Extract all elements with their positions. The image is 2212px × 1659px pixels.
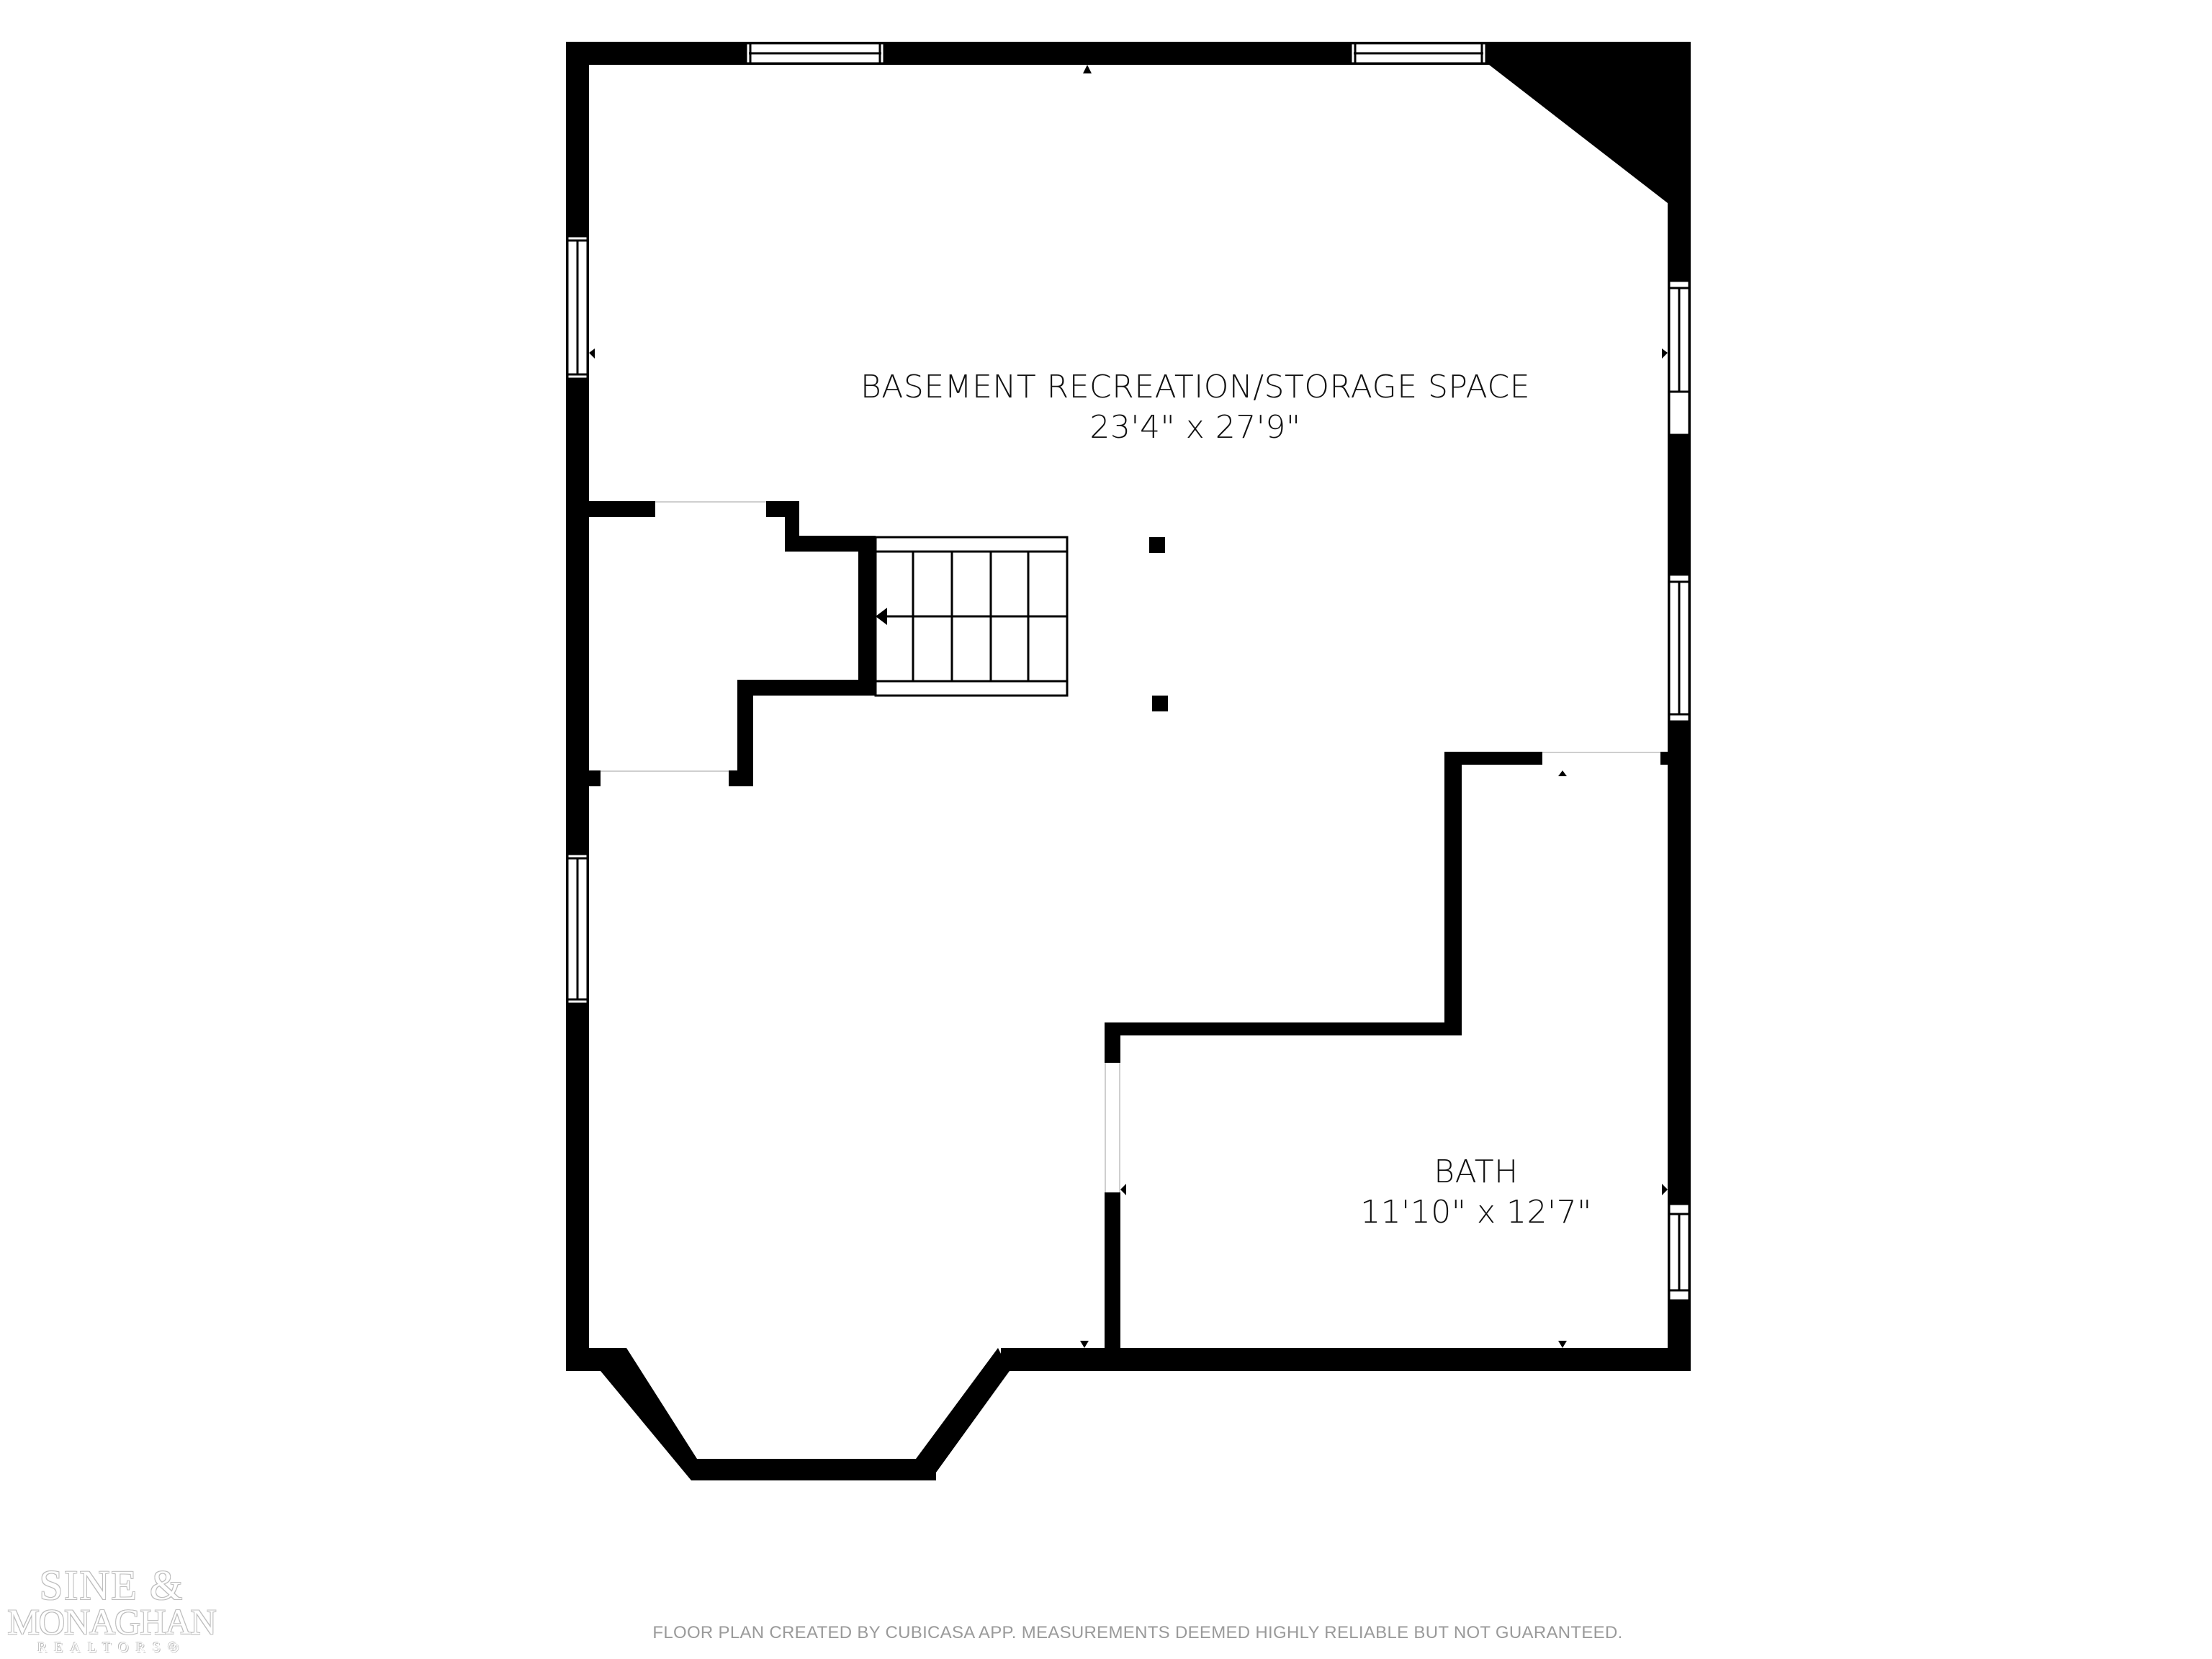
wall-stair-top [785, 536, 876, 552]
room-label-bath: BATH 11'10" x 12'7" [1289, 1152, 1663, 1233]
wall-stair-left [858, 536, 876, 696]
disclaimer-text: FLOOR PLAN CREATED BY CUBICASA APP. MEAS… [652, 1623, 1623, 1642]
wall-closet-bottom-right [729, 770, 753, 786]
logo-line-2: MONAGHAN [7, 1601, 216, 1642]
wall-bath-vertical-mid [1444, 752, 1462, 1035]
room-name: BATH [1434, 1154, 1519, 1190]
room-label-basement-recreation: BASEMENT RECREATION/STORAGE SPACE 23'4" … [799, 367, 1591, 448]
wall-corner-diagonal [1489, 65, 1691, 203]
wall-bath-top-stub [1444, 752, 1542, 765]
wall-bay-right [916, 1348, 1010, 1480]
window-top-2 [1349, 42, 1488, 65]
logo-line-3: REALTORS® [37, 1640, 186, 1655]
wall-bath-left-upper [1105, 1022, 1120, 1063]
realtor-logo: SINE & MONAGHAN REALTORS® [0, 1562, 223, 1659]
door-marker-icon [1083, 65, 1092, 73]
window-right-3 [1668, 1202, 1691, 1302]
wall-bath-upper-horizontal [1105, 1022, 1462, 1035]
wall-closet-bottom-left [589, 770, 601, 786]
door-marker-icon [589, 349, 595, 359]
wall-bath-left-lower [1105, 1192, 1120, 1359]
window-left-2 [566, 853, 589, 1005]
wall-closet-top-left [589, 501, 655, 517]
door-marker-icon [1080, 1341, 1089, 1348]
wall-top [566, 42, 1691, 65]
door-marker-icon [1662, 349, 1668, 359]
door-marker-icon [1120, 1184, 1126, 1195]
wall-bay-left [601, 1348, 697, 1480]
window-right-1 [1668, 279, 1691, 436]
wall-bay-bottom [691, 1459, 936, 1480]
support-post [1149, 537, 1165, 553]
room-dimensions: 23'4" x 27'9" [1089, 409, 1301, 446]
wall-closet-right [737, 680, 753, 786]
door-marker-icon [1558, 770, 1567, 776]
window-top-1 [745, 42, 886, 65]
room-name: BASEMENT RECREATION/STORAGE SPACE [860, 369, 1530, 405]
stair-direction-arrow-icon [876, 608, 887, 625]
support-post [1152, 696, 1168, 711]
staircase [874, 536, 1069, 697]
wall-bottom [1001, 1348, 1691, 1371]
window-right-2 [1668, 573, 1691, 723]
door-marker-icon [1558, 1341, 1567, 1348]
logo-line-1: SINE & [39, 1562, 184, 1609]
room-dimensions: 11'10" x 12'7" [1360, 1194, 1592, 1231]
window-left-1 [566, 235, 589, 380]
wall-bath-top-right-stub [1660, 752, 1678, 765]
wall-stair-bottom [737, 680, 876, 696]
door-marker-icon [1662, 1184, 1668, 1195]
